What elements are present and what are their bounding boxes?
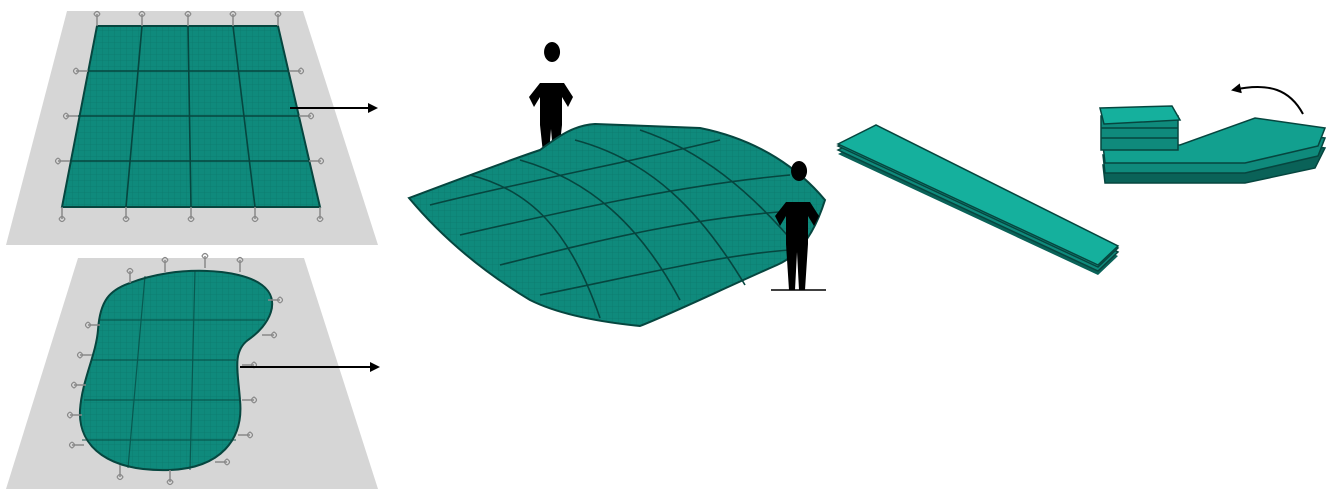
spring-anchor-icon [72, 67, 88, 75]
folded-cover-strip [836, 124, 1120, 275]
person-silhouette-icon [775, 161, 819, 290]
rect-cover-panel [6, 10, 378, 245]
person-silhouette-icon [529, 42, 573, 153]
spring-anchor-icon [58, 207, 66, 223]
spring-anchor-icon [236, 256, 244, 272]
kidney-pool-cover [78, 269, 274, 472]
spring-anchor-icon [126, 267, 134, 283]
cover-panel-grid [429, 129, 811, 319]
spring-anchor-icon [93, 10, 101, 26]
spring-anchor-icon [166, 470, 174, 486]
spring-anchor-icon [66, 411, 82, 419]
spring-anchor-icon [66, 252, 284, 486]
curved-arrow-icon [1231, 83, 1304, 115]
cover-panel-grid [82, 269, 265, 471]
rolled-cover [1099, 105, 1327, 184]
cover-removal-panel [407, 42, 827, 328]
spring-anchor-icon [116, 465, 124, 481]
spring-anchor-icon [70, 381, 86, 389]
spring-anchor-icon [76, 351, 92, 359]
spring-anchor-icon [242, 396, 258, 404]
spring-anchor-icon [84, 321, 100, 329]
spring-anchor-icon [138, 10, 146, 26]
spring-anchor-icon [122, 207, 130, 223]
spring-anchor-icon [289, 67, 305, 75]
spring-anchor-icon [274, 10, 282, 26]
spring-anchor-icon [184, 10, 192, 26]
spring-anchor-icon [54, 10, 325, 223]
spring-anchor-icon [262, 331, 278, 339]
spring-anchor-icon [238, 431, 254, 439]
lifted-cover [407, 122, 827, 328]
cover-panel-grid [70, 25, 309, 208]
kidney-cover-panel [6, 252, 378, 489]
folded-strip-panel [836, 124, 1120, 275]
spring-anchor-icon [68, 441, 84, 449]
spring-anchor-icon [268, 296, 284, 304]
rolled-cover-panel [1099, 83, 1327, 184]
spring-anchor-icon [229, 10, 237, 26]
spring-anchor-icon [187, 207, 195, 223]
spring-anchor-icon [299, 112, 315, 120]
spring-anchor-icon [316, 207, 324, 223]
spring-anchor-icon [309, 157, 325, 165]
spring-anchor-icon [54, 157, 70, 165]
spring-anchor-icon [215, 458, 231, 466]
spring-anchor-icon [201, 252, 209, 268]
spring-anchor-icon [161, 256, 169, 272]
spring-anchor-icon [251, 207, 259, 223]
spring-anchor-icon [62, 112, 78, 120]
